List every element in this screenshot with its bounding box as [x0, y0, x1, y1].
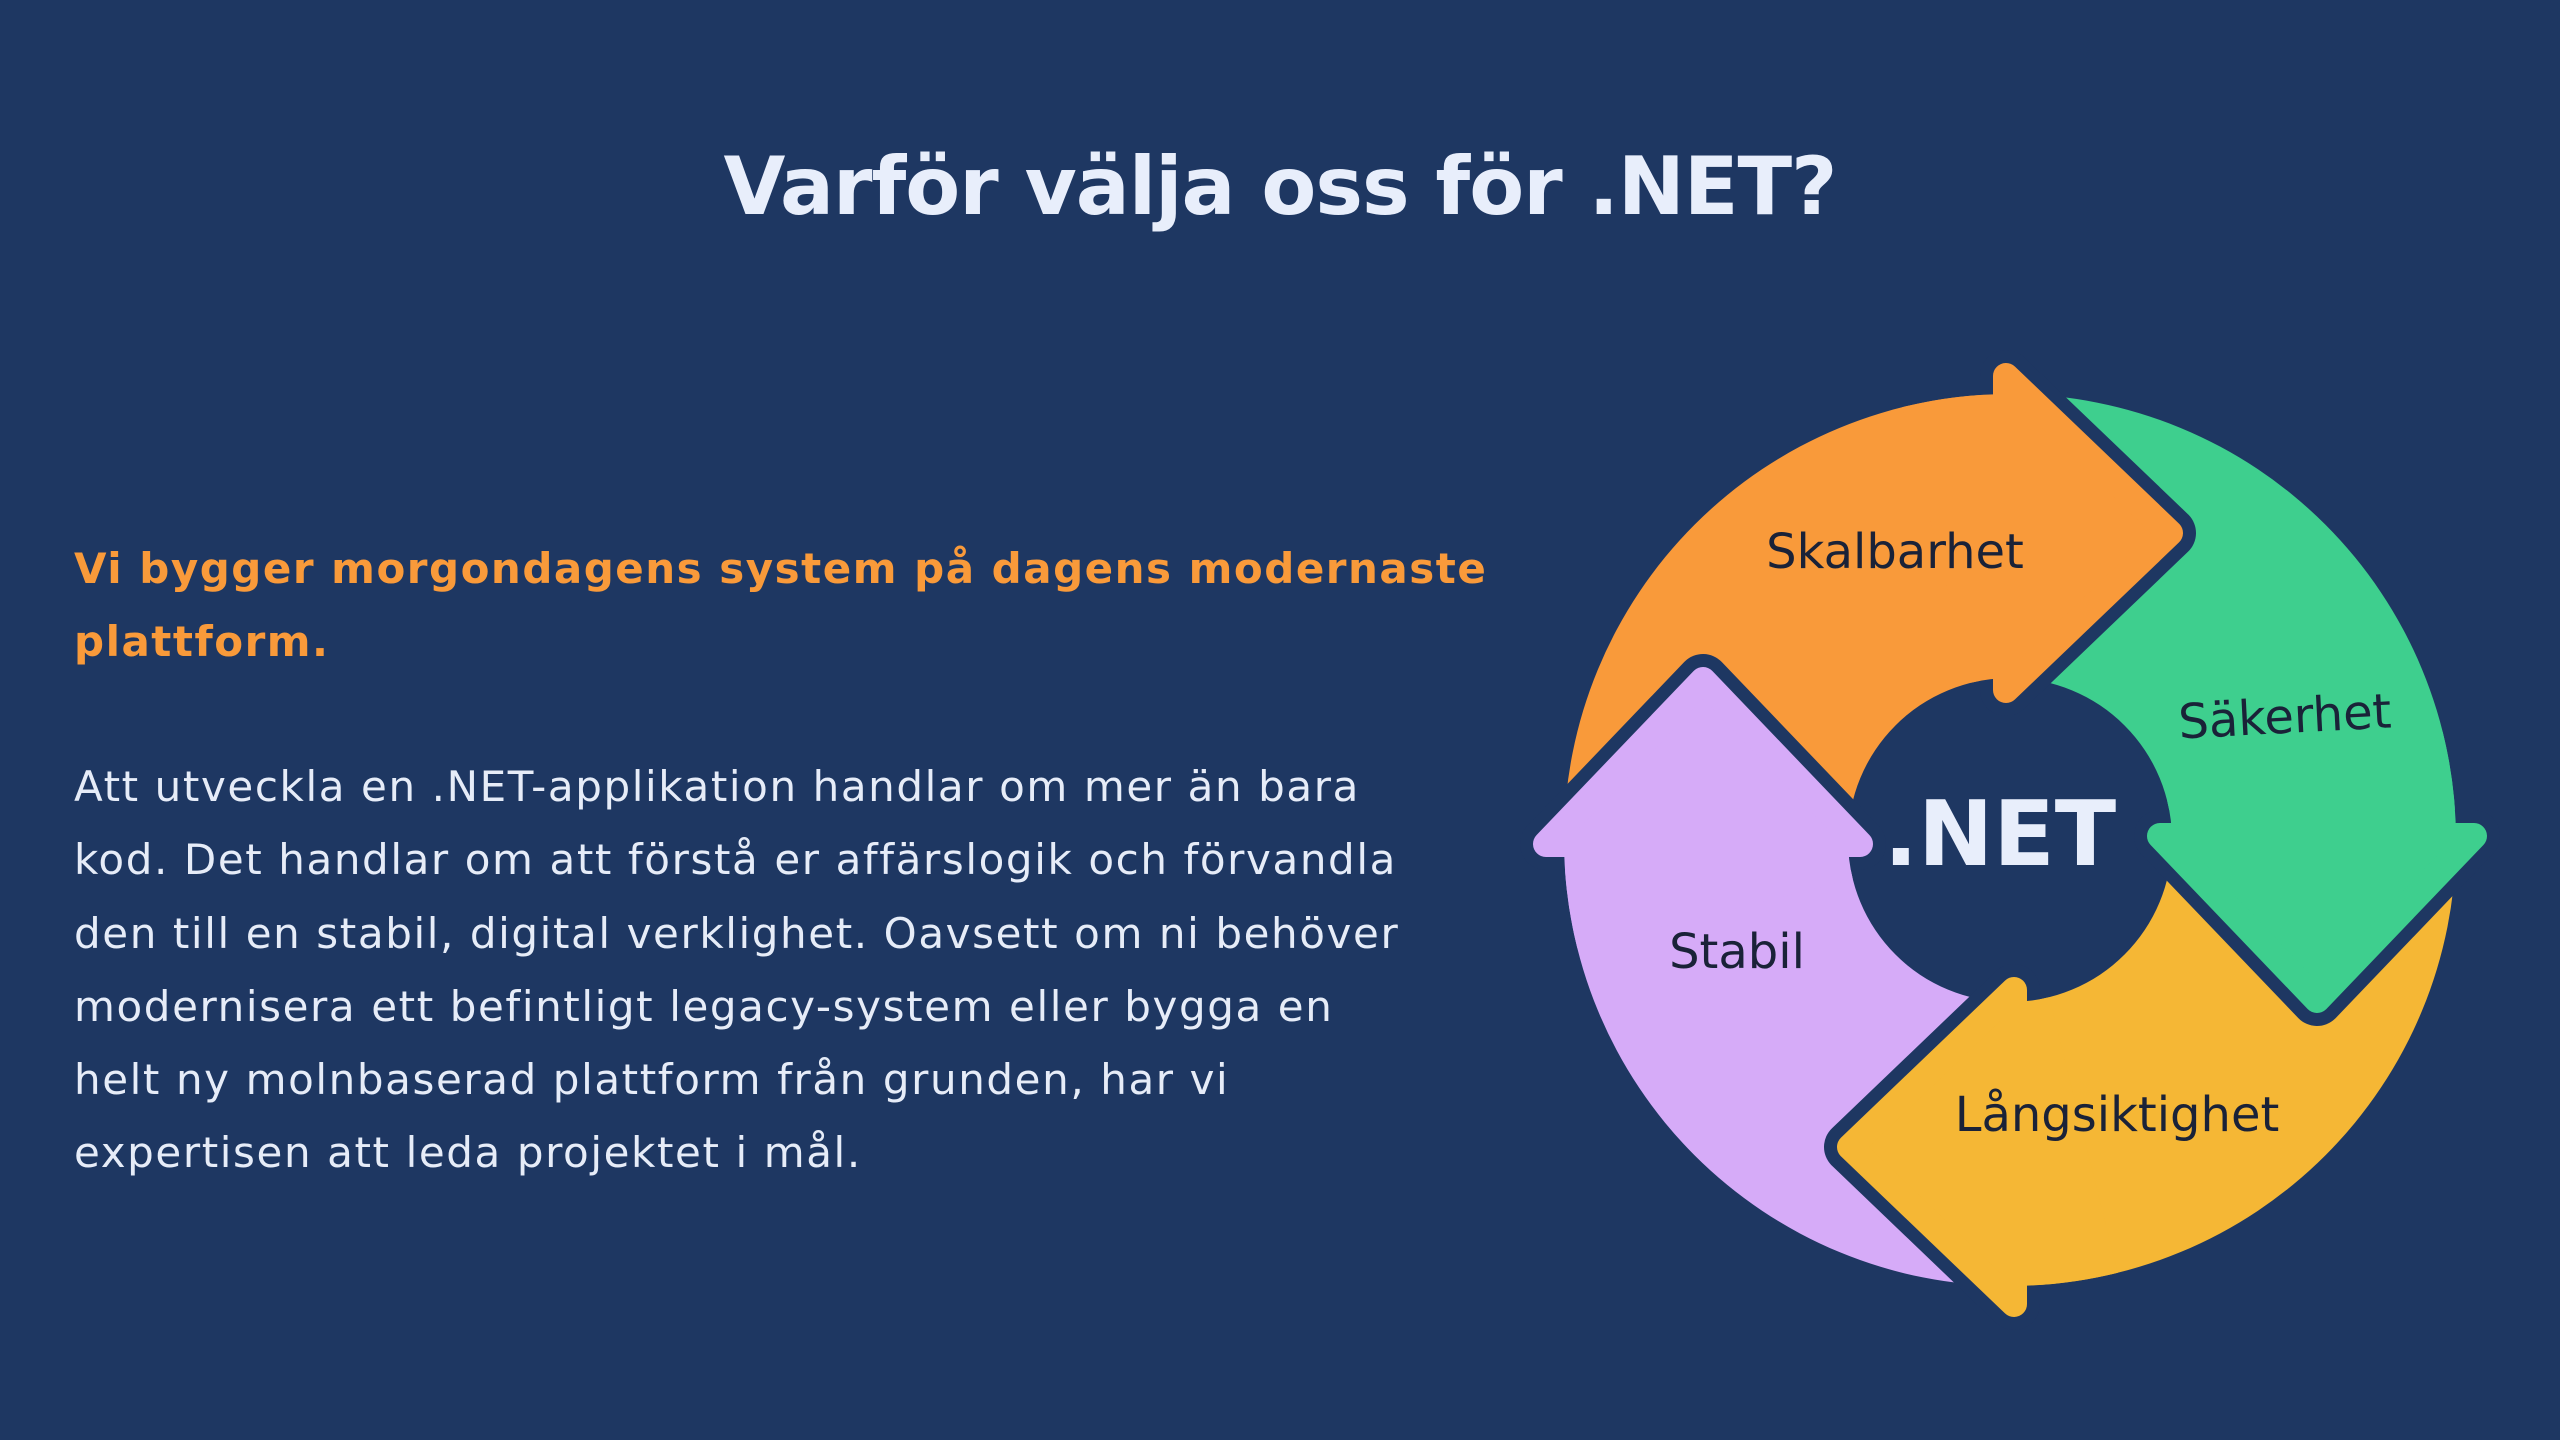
lead-line: plattform.	[74, 617, 330, 666]
body-line: helt ny molnbaserad plattform från grund…	[74, 1055, 1230, 1105]
arrowhead-0	[1993, 363, 2183, 703]
body-text: Att utveckla en .NET-applikation handlar…	[74, 750, 1399, 1190]
segment-label-sakerhet: Säkerhet	[2177, 683, 2393, 750]
body-line: modernisera ett befintligt legacy-system…	[74, 981, 1334, 1031]
segment-label-stabil: Stabil	[1669, 924, 1805, 980]
segment-band-end-1	[2167, 732, 2456, 840]
lead-text: Vi bygger morgondagens system på dagens …	[74, 532, 1487, 678]
page-title: Varför välja oss för .NET?	[723, 140, 1838, 233]
body-line: den till en stabil, digital verklighet. …	[74, 908, 1400, 958]
arrowhead-3	[1533, 667, 1873, 857]
center-label: .NET	[1884, 782, 2116, 887]
body-line: kod. Det handlar om att förstå er affärs…	[74, 835, 1397, 885]
segment-band-end-2	[2010, 997, 2118, 1286]
lead-line: Vi bygger morgondagens system på dagens …	[74, 544, 1488, 593]
segment-band-end-3	[1564, 840, 1853, 948]
arrowhead-1	[2147, 823, 2487, 1013]
arrowhead-2	[1837, 977, 2027, 1317]
segment-label-langsiktighet: Långsiktighet	[1955, 1087, 2280, 1143]
body-line: Att utveckla en .NET-applikation handlar…	[74, 762, 1360, 811]
segment-band-end-0	[1902, 394, 2010, 683]
body-line: expertisen att leda projektet i mål.	[74, 1128, 862, 1178]
segment-label-skalbarhet: Skalbarhet	[1766, 524, 2024, 580]
